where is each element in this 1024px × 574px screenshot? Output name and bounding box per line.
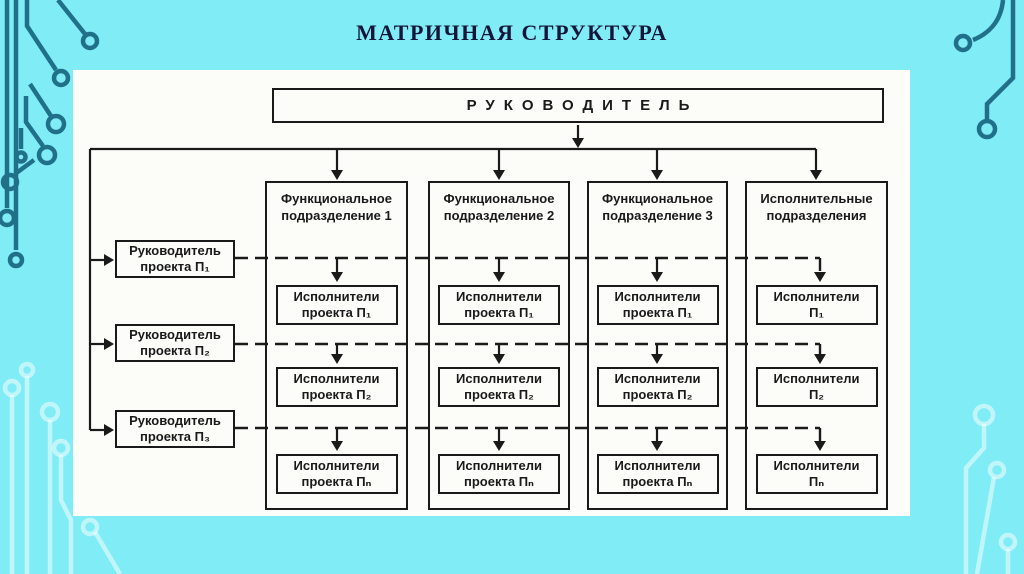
column-executive: Исполнительные подразделения Исполнители… xyxy=(745,181,888,510)
circuit-traces-top-right-icon xyxy=(953,0,1016,140)
executors-box: Исполнители П₁ xyxy=(755,285,878,325)
project-manager-box-1: Руководитель проекта П₁ xyxy=(115,240,235,278)
root-box-label: РУКОВОДИТЕЛЬ xyxy=(466,97,699,114)
column-functional-2: Функциональное подразделение 2 Исполните… xyxy=(428,181,570,510)
executors-label: Исполнители xyxy=(456,458,542,473)
executors-box: Исполнители проекта П₁ xyxy=(596,285,719,325)
project-manager-label: проекта П₁ xyxy=(140,259,210,274)
executors-box: Исполнители проекта П₁ xyxy=(438,285,560,325)
executors-label: проекта П₁ xyxy=(622,305,693,320)
column-header-line: подразделение 1 xyxy=(281,208,392,223)
executors-label: П₁ xyxy=(809,305,824,320)
column-header-line: Функциональное xyxy=(443,191,555,206)
executors-label: Пₙ xyxy=(808,474,825,489)
executors-box: Исполнители Пₙ xyxy=(755,454,878,494)
project-manager-label: Руководитель xyxy=(129,243,221,258)
executors-label: Исполнители xyxy=(293,371,380,386)
executors-box: Исполнители проекта Пₙ xyxy=(438,454,560,494)
executors-box: Исполнители проекта П₂ xyxy=(438,367,560,407)
executors-box: Исполнители П₂ xyxy=(755,367,878,407)
project-manager-label: проекта П₂ xyxy=(140,343,210,358)
executors-box: Исполнители проекта П₂ xyxy=(275,367,398,407)
executors-label: Исполнители xyxy=(773,458,860,473)
executors-box: Исполнители проекта П₂ xyxy=(596,367,719,407)
project-manager-label: Руководитель xyxy=(129,327,221,342)
column-header-line: подразделение 2 xyxy=(443,208,555,223)
executors-label: Исполнители xyxy=(614,289,701,304)
circuit-traces-bottom-left-icon xyxy=(2,361,122,574)
project-manager-box-3: Руководитель проекта П₃ xyxy=(115,410,235,448)
column-header-line: Функциональное xyxy=(281,191,392,206)
root-box: РУКОВОДИТЕЛЬ xyxy=(272,88,884,123)
executors-label: проекта П₂ xyxy=(301,387,372,402)
executors-label: П₂ xyxy=(808,387,825,402)
executors-label: Исполнители xyxy=(773,289,860,304)
executors-label: проекта П₁ xyxy=(301,305,372,320)
project-manager-label: проекта П₃ xyxy=(139,429,211,444)
column-header: Функциональное подразделение 1 xyxy=(267,190,406,224)
column-header-line: Исполнительные xyxy=(760,191,873,206)
column-header-line: подразделения xyxy=(766,208,867,223)
project-manager-box-2: Руководитель проекта П₂ xyxy=(115,324,235,362)
column-header-line: Функциональное xyxy=(602,191,713,206)
column-header: Функциональное подразделение 3 xyxy=(589,190,726,224)
circuit-traces-top-left-icon xyxy=(0,0,100,269)
executors-label: Исполнители xyxy=(456,371,542,386)
diagram-panel: РУКОВОДИТЕЛЬ Руководитель проекта П₁ Рук… xyxy=(73,70,910,516)
arrowheads xyxy=(104,138,826,451)
column-header-line: подразделение 3 xyxy=(602,208,713,223)
executors-label: Исполнители xyxy=(293,458,380,473)
executors-label: Исполнители xyxy=(614,371,701,386)
executors-label: проекта Пₙ xyxy=(464,474,534,489)
executors-label: Исполнители xyxy=(614,458,701,473)
executors-label: Исполнители xyxy=(293,289,380,304)
executors-box: Исполнители проекта Пₙ xyxy=(596,454,719,494)
executors-label: проекта П₂ xyxy=(464,387,534,402)
column-functional-1: Функциональное подразделение 1 Исполните… xyxy=(265,181,408,510)
executors-label: Исполнители xyxy=(773,371,860,386)
executors-label: проекта Пₙ xyxy=(622,474,693,489)
connector-lines xyxy=(88,125,826,451)
column-header: Функциональное подразделение 2 xyxy=(430,190,568,224)
executors-label: проекта П₁ xyxy=(464,305,534,320)
executors-box: Исполнители проекта П₁ xyxy=(275,285,398,325)
executors-label: проекта П₂ xyxy=(622,387,693,402)
project-manager-label: Руководитель xyxy=(129,413,221,428)
dashed-project-lines xyxy=(235,256,822,441)
executors-label: Исполнители xyxy=(456,289,542,304)
column-functional-3: Функциональное подразделение 3 Исполните… xyxy=(587,181,728,510)
page-title: МАТРИЧНАЯ СТРУКТУРА xyxy=(356,20,668,45)
column-header: Исполнительные подразделения xyxy=(747,190,886,224)
circuit-traces-bottom-right-icon xyxy=(963,403,1018,574)
executors-box: Исполнители проекта Пₙ xyxy=(275,454,398,494)
executors-label: проекта Пₙ xyxy=(301,474,372,489)
